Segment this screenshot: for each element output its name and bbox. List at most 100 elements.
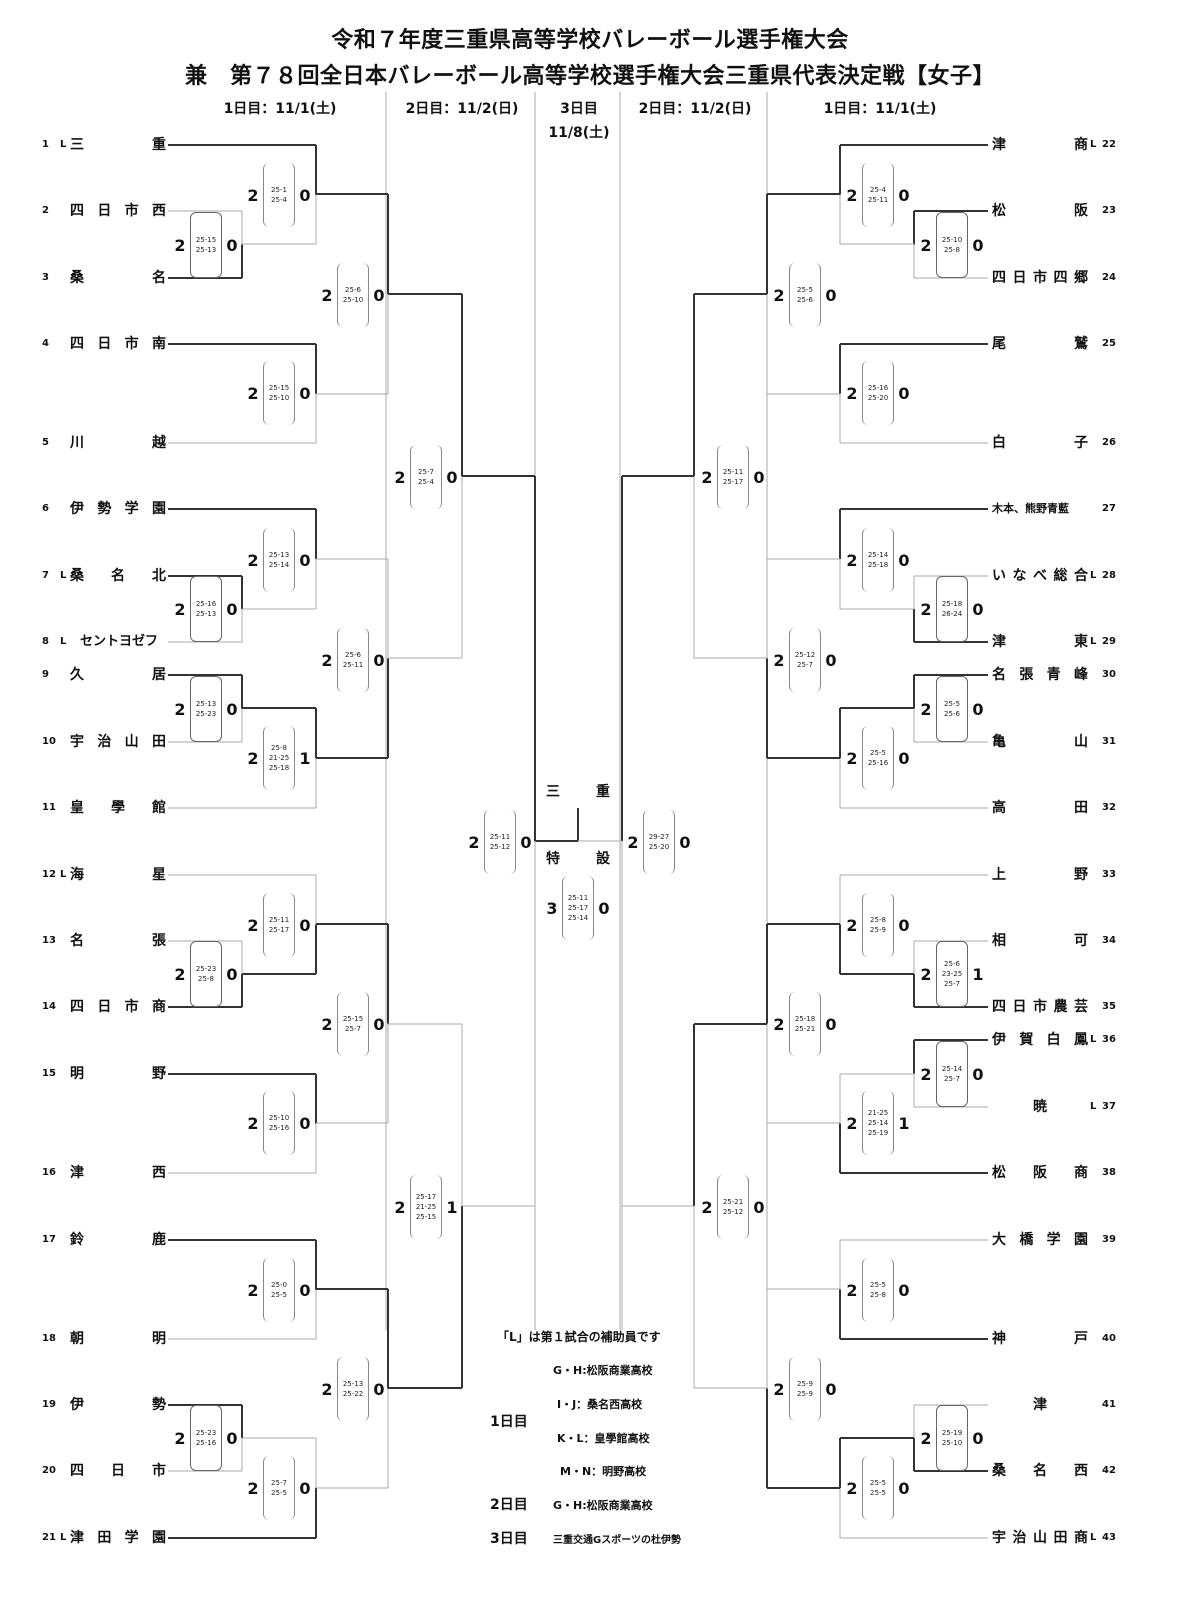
set-score: 25-15	[195, 236, 217, 244]
team-seed: 40	[1102, 1333, 1116, 1344]
title-line-1: 令和７年度三重県高等学校バレーボール選手権大会	[331, 28, 849, 53]
loser-sets: 0	[753, 1197, 765, 1217]
set-scores: 25-9 25-9	[789, 1357, 821, 1421]
winner-sets: 2	[174, 599, 186, 619]
set-score: 25-14	[567, 914, 589, 922]
team-name: 暁	[1033, 1099, 1047, 1115]
day3-venue: 三重交通Gスポーツの杜伊勢	[553, 1535, 682, 1546]
set-score: 25-18	[268, 764, 290, 772]
team-name: 四日市四郷	[992, 270, 1088, 286]
set-score: 26-24	[941, 610, 963, 618]
team-seed: 12	[42, 869, 56, 880]
set-score: 25-8	[198, 975, 214, 983]
set-score: 25-7	[271, 1479, 287, 1487]
winner-sets: 2	[846, 383, 858, 403]
set-score: 25-20	[648, 843, 670, 851]
loser-sets: 0	[299, 185, 311, 205]
team-name: 伊賀白鳳	[992, 1032, 1088, 1048]
team-name: 松阪	[992, 203, 1088, 219]
winner-sets: 2	[174, 699, 186, 719]
team-name: 松阪商	[992, 1165, 1088, 1181]
l-note: 「L」は第１試合の補助員です	[497, 1330, 661, 1344]
winner-sets: 2	[174, 235, 186, 255]
team-name: 津東	[992, 634, 1088, 650]
team-name: 四日市	[70, 1463, 166, 1479]
loser-sets: 0	[898, 1280, 910, 1300]
winner-sets: 2	[247, 185, 259, 205]
winner-sets: 2	[247, 915, 259, 935]
set-score: 25-9	[870, 926, 886, 934]
winner-sets: 2	[846, 1113, 858, 1133]
team-seed: 3	[42, 272, 49, 283]
set-score: 25-11	[268, 916, 290, 924]
set-score: 25-5	[870, 1479, 886, 1487]
match-score: 2 25-15 25-13 0	[173, 212, 239, 278]
set-score: 25-11	[722, 468, 744, 476]
winner-sets: 2	[773, 1379, 785, 1399]
set-score: 25-13	[195, 246, 217, 254]
set-score: 29-27	[648, 833, 670, 841]
loser-sets: 0	[226, 235, 238, 255]
set-score: 25-9	[797, 1390, 813, 1398]
team-seed: 18	[42, 1333, 56, 1344]
set-score: 25-21	[722, 1198, 744, 1206]
loser-sets: 0	[898, 915, 910, 935]
winner-sets: 2	[920, 699, 932, 719]
set-score: 25-10	[342, 296, 364, 304]
loser-sets: 0	[520, 832, 532, 852]
team-name: 大橋学園	[992, 1232, 1088, 1248]
loser-sets: 0	[373, 285, 385, 305]
set-score: 25-13	[195, 610, 217, 618]
champion-char-1: 三	[546, 784, 560, 800]
set-score: 25-14	[867, 1119, 889, 1127]
team-name: 上野	[992, 867, 1088, 883]
set-score: 25-10	[268, 1114, 290, 1122]
team-seed: 36	[1102, 1034, 1116, 1045]
team-seed: 42	[1102, 1465, 1116, 1476]
loser-sets: 0	[373, 650, 385, 670]
winner-sets: 2	[627, 832, 639, 852]
loser-sets: 0	[972, 599, 984, 619]
winner-sets: 2	[846, 1280, 858, 1300]
winner-sets: 2	[920, 599, 932, 619]
team-seed: 35	[1102, 1001, 1116, 1012]
header-day3-date: 11/8(土)	[548, 125, 610, 141]
loser-sets: 0	[598, 898, 610, 918]
team-seed: 22	[1102, 139, 1116, 150]
set-score: 25-9	[797, 1380, 813, 1388]
set-score: 25-20	[867, 394, 889, 402]
set-score: 21-25	[268, 754, 290, 762]
team-seed: 13	[42, 935, 56, 946]
winner-sets: 2	[920, 1064, 932, 1084]
team-name: 四日市商	[70, 999, 166, 1015]
